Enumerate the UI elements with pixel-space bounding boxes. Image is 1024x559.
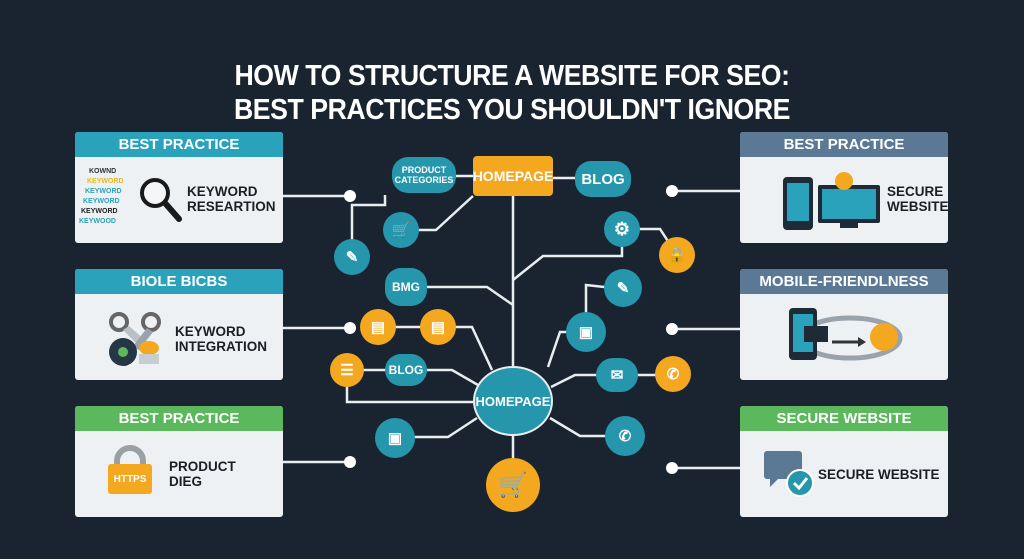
gear-icon[interactable]: ⚙ xyxy=(604,211,640,247)
image-icon[interactable]: ▣ xyxy=(375,418,415,458)
magnifier-icon xyxy=(140,178,182,222)
card-header: BEST PRACTICE xyxy=(740,132,948,157)
list-icon[interactable]: ☰ xyxy=(330,353,364,387)
card-header: MOBILE-FRIENDLNESS xyxy=(740,269,948,294)
mail-icon[interactable]: ✉ xyxy=(596,358,638,392)
card-secure-website-2: SECURE WEBSITE SECURE WEBSITE xyxy=(740,406,948,517)
node-homepage-top[interactable]: HOMEPAGE xyxy=(473,156,553,196)
gears-icon xyxy=(109,312,161,366)
node-bmg[interactable]: BMG xyxy=(385,268,427,306)
node-homepage-center[interactable]: HOMEPAGE xyxy=(473,366,553,436)
card-header: BIOLE BICBS xyxy=(75,269,283,294)
card-header: SECURE WEBSITE xyxy=(740,406,948,431)
phone-icon[interactable]: ✆ xyxy=(605,416,645,456)
document-icon[interactable]: ▤ xyxy=(360,309,396,345)
phone-icon[interactable]: ✆ xyxy=(655,356,691,392)
chat-check-icon xyxy=(764,451,814,497)
pencil-icon[interactable]: ✎ xyxy=(604,269,642,307)
image-icon[interactable]: ▣ xyxy=(566,312,606,352)
card-header: BEST PRACTICE xyxy=(75,132,283,157)
mobile-responsive-icon xyxy=(789,308,903,361)
devices-icon xyxy=(783,172,880,230)
cart-icon[interactable]: 🛒 xyxy=(383,212,419,248)
node-blog-top[interactable]: BLOG xyxy=(575,161,631,197)
card-keyword-research: BEST PRACTICE KOWND KEYWORD KEYWORD KEYW… xyxy=(75,132,283,243)
pencil-icon[interactable]: ✎ xyxy=(334,239,370,275)
node-blog-mid[interactable]: BLOG xyxy=(385,354,427,386)
document-icon[interactable]: ▤ xyxy=(420,309,456,345)
title-line-2: BEST PRACTICES YOU SHOULDN'T IGNORE xyxy=(233,94,790,126)
card-header: BEST PRACTICE xyxy=(75,406,283,431)
lock-icon xyxy=(114,445,146,471)
keyword-cloud: KOWND KEYWORD KEYWORD KEYWORD KEYWORD KE… xyxy=(79,168,124,225)
node-product-categories[interactable]: PRODUCT CATEGORIES xyxy=(392,157,456,193)
title-line-1: HOW TO STRUCTURE A WEBSITE FOR SEO: xyxy=(234,60,790,92)
cart-icon[interactable]: 🛒 xyxy=(486,458,540,512)
card-text: SECURE WEBSITE xyxy=(818,467,940,482)
https-badge: HTTPS xyxy=(108,464,152,494)
lock-icon[interactable]: 🔒 xyxy=(659,237,695,273)
card-mobile-friendliness: MOBILE-FRIENDLNESS xyxy=(740,269,948,380)
